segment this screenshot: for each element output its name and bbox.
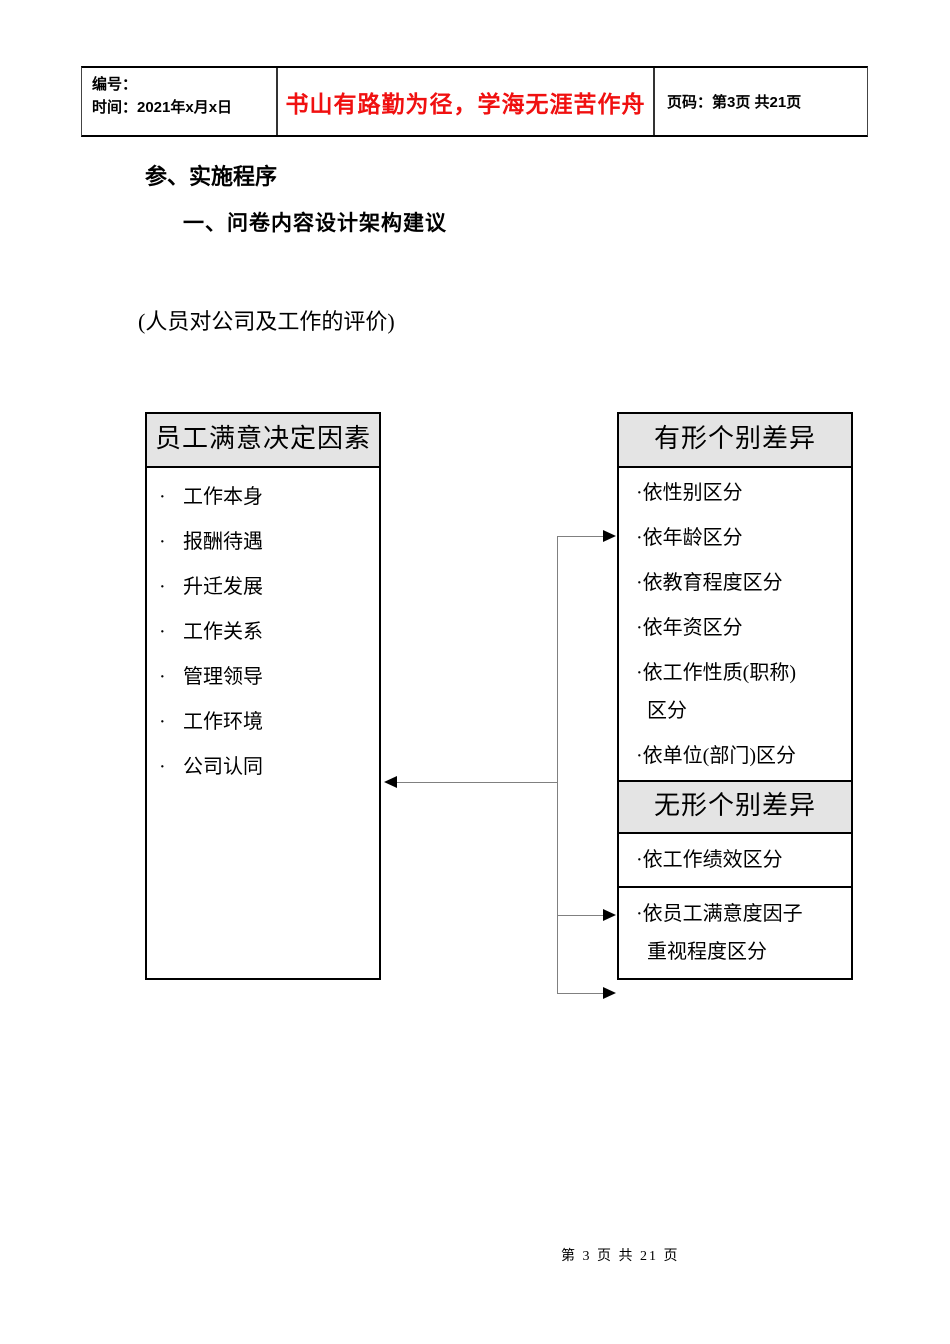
bullet-icon: · [636, 745, 643, 767]
bullet-icon: · [636, 527, 643, 549]
tangible-differences-title: 有形个别差异 [619, 414, 851, 468]
list-item: · 升迁发展 [147, 567, 379, 612]
arrowhead-right-icon [603, 909, 616, 921]
list-item: · 报酬待遇 [147, 522, 379, 567]
list-item-label: 依工作性质(职称) [642, 662, 796, 684]
connector-line-left [396, 782, 558, 783]
list-item-label: 依员工满意度因子 [642, 903, 803, 925]
page-footer: 第 3 页 共 21 页 [561, 1249, 680, 1264]
list-item-label: 工作关系 [183, 621, 263, 643]
arrowhead-right-icon [603, 530, 616, 542]
list-item: ·依工作绩效区分 [619, 841, 851, 879]
header-motto-cell: 书山有路勤为径，学海无涯苦作舟 [278, 68, 655, 135]
tangible-item-list: ·依性别区分 ·依年龄区分 ·依教育程度区分 ·依年资区分 ·依工作性质(职称)… [619, 468, 851, 780]
list-item-label: 公司认同 [183, 756, 263, 778]
list-item: ·依单位(部门)区分 [619, 737, 851, 775]
list-item-label-line2: 区分 [647, 700, 687, 722]
connector-line-middle [557, 915, 604, 916]
list-item-label: 依工作绩效区分 [642, 849, 783, 871]
bullet-icon: · [636, 662, 643, 684]
list-item: · 管理领导 [147, 657, 379, 702]
left-box-item-list: · 工作本身 · 报酬待遇 · 升迁发展 · 工作关系 · 管理领导 · 工作环境 · 公司认… [147, 468, 379, 792]
bullet-icon: · [636, 572, 643, 594]
list-item: ·依工作性质(职称) 区分 [619, 654, 851, 730]
list-item: · 公司认同 [147, 747, 379, 792]
arrowhead-left-icon [384, 776, 397, 788]
list-item-label: 管理领导 [183, 666, 263, 688]
connector-line-top [557, 536, 604, 537]
left-box-title: 员工满意决定因素 [147, 414, 379, 468]
subsection-heading: 一、问卷内容设计架构建议 [183, 211, 447, 235]
bullet-icon: · [159, 666, 166, 688]
list-item: · 工作环境 [147, 702, 379, 747]
connector-line-bottom [557, 993, 604, 994]
bullet-icon: · [159, 531, 166, 553]
bullet-icon: · [159, 711, 166, 733]
bullet-icon: · [636, 849, 643, 871]
document-number-label: 编号： [92, 76, 138, 93]
header-left-cell: 编号： 时间：2021年x月x日 [82, 68, 278, 135]
list-item-label: 升迁发展 [183, 576, 263, 598]
section-heading: 参、实施程序 [145, 164, 278, 189]
intangible-cell-performance: ·依工作绩效区分 [619, 834, 851, 888]
list-item-label: 依单位(部门)区分 [642, 745, 796, 767]
list-item-label: 依年龄区分 [642, 527, 743, 549]
bullet-icon: · [159, 756, 166, 778]
arrowhead-right-icon [603, 987, 616, 999]
list-item-label: 依年资区分 [642, 617, 743, 639]
list-item-label: 工作本身 [183, 486, 263, 508]
list-item: ·依员工满意度因子 重视程度区分 [619, 895, 851, 971]
bullet-icon: · [636, 482, 643, 504]
list-item-label: 报酬待遇 [183, 531, 263, 553]
bullet-icon: · [636, 617, 643, 639]
header-table: 编号： 时间：2021年x月x日 书山有路勤为径，学海无涯苦作舟 页码：第3页 … [81, 66, 868, 137]
list-item: ·依年资区分 [619, 609, 851, 647]
bullet-icon: · [159, 621, 166, 643]
list-item-label: 依教育程度区分 [642, 572, 783, 594]
evaluation-note: (人员对公司及工作的评价) [138, 309, 395, 334]
list-item: ·依性别区分 [619, 474, 851, 512]
individual-differences-box: 有形个别差异 ·依性别区分 ·依年龄区分 ·依教育程度区分 ·依年资区分 ·依工… [617, 412, 853, 980]
list-item: ·依教育程度区分 [619, 564, 851, 602]
list-item: · 工作关系 [147, 612, 379, 657]
list-item-label: 依性别区分 [642, 482, 743, 504]
list-item: ·依年龄区分 [619, 519, 851, 557]
bullet-icon: · [159, 576, 166, 598]
connector-vertical-line [557, 536, 558, 994]
page-number-label: 页码：第3页 共21页 [667, 94, 802, 111]
document-date-label: 时间：2021年x月x日 [92, 99, 233, 116]
list-item: · 工作本身 [147, 477, 379, 522]
bullet-icon: · [636, 903, 643, 925]
intangible-cell-satisfaction-factor: ·依员工满意度因子 重视程度区分 [619, 888, 851, 971]
motto-text: 书山有路勤为径，学海无涯苦作舟 [285, 90, 646, 117]
bullet-icon: · [159, 486, 166, 508]
list-item-label: 工作环境 [183, 711, 263, 733]
header-page-cell: 页码：第3页 共21页 [655, 68, 867, 135]
list-item-label-line2: 重视程度区分 [647, 941, 767, 963]
intangible-differences-title: 无形个别差异 [619, 780, 851, 834]
employee-satisfaction-factors-box: 员工满意决定因素 · 工作本身 · 报酬待遇 · 升迁发展 · 工作关系 · 管理领导 ·… [145, 412, 381, 980]
